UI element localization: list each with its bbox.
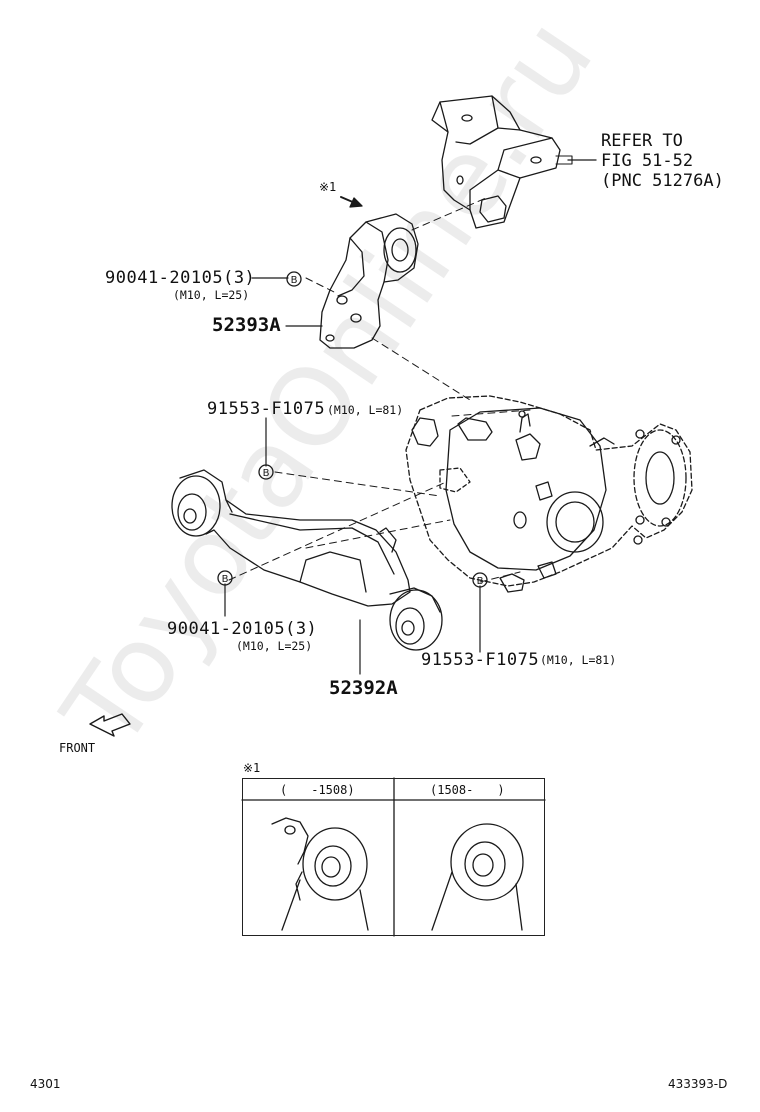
note-mark: ※1 (319, 180, 337, 194)
inset-note-mark: ※1 (243, 761, 261, 775)
body-mount-bracket (431, 95, 573, 229)
bolt-marker-b-lower-right: B (472, 572, 488, 588)
refer-note: REFER TO FIG 51-52 (PNC 51276A) (601, 131, 724, 191)
part-number-bolt-mid: 91553-F1075 (207, 399, 326, 419)
leader-lines (224, 277, 481, 675)
bolt-marker-b-mid: B (258, 464, 274, 480)
view-arrow (340, 196, 363, 208)
refer-line-1: REFER TO (601, 131, 683, 151)
part-number-bolt-upper: 90041-20105(3) (105, 268, 256, 288)
part-number-bolt-lower-right: 91553-F1075 (421, 650, 540, 670)
figure-code: 433393-D (668, 1077, 728, 1091)
page-number: 4301 (30, 1077, 61, 1091)
refer-line-3: (PNC 51276A) (601, 171, 724, 191)
part-number-bracket-lower: 52392A (329, 677, 398, 699)
front-label: FRONT (59, 741, 96, 755)
inset-frame (242, 778, 545, 936)
refer-line-2: FIG 51-52 (601, 151, 694, 171)
inset-details (241, 777, 546, 937)
bolt-mid-spec: (M10, L=81) (327, 403, 404, 417)
svg-text:B: B (222, 574, 229, 585)
svg-text:B: B (477, 576, 484, 587)
svg-text:B: B (291, 275, 298, 286)
svg-text:B: B (263, 468, 270, 479)
front-arrow-icon (89, 713, 131, 737)
bolt-marker-b-lower-left: B (217, 570, 233, 586)
upper-mount-bracket (319, 213, 419, 349)
bolt-marker-b-upper: B (286, 271, 302, 287)
inset-col1-header: ( -1508) (280, 783, 355, 797)
rear-differential (405, 395, 693, 593)
inset-right-mount (431, 823, 524, 931)
bolt-lower-left-spec: (M10, L=25) (236, 639, 313, 653)
bolt-lower-right-spec: (M10, L=81) (540, 653, 617, 667)
bolt-upper-spec: (M10, L=25) (173, 288, 250, 302)
part-number-bracket-upper: 52393A (212, 314, 281, 336)
part-number-bolt-lower-left: 90041-20105(3) (167, 619, 318, 639)
inset-col2-header: (1508- ) (430, 783, 505, 797)
lower-crossmember (171, 469, 443, 651)
inset-left-mount (271, 817, 369, 931)
